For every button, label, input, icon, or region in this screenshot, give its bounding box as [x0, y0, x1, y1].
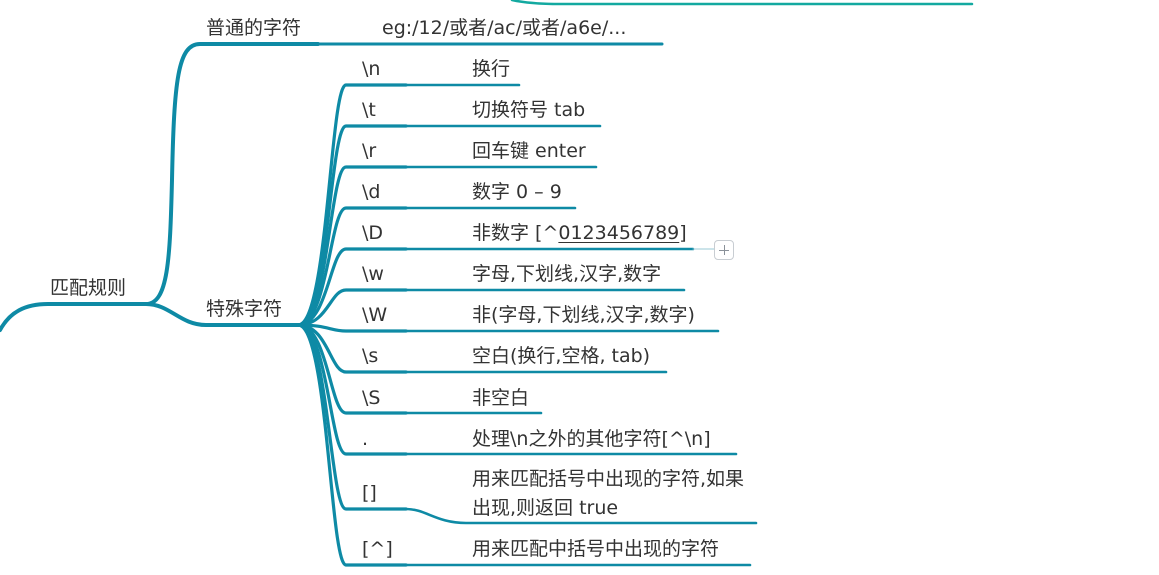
link-special-item-4 [296, 247, 408, 327]
special-key-dot[interactable]: . [362, 428, 369, 450]
special-desc-tab[interactable]: 切换符号 tab [472, 99, 586, 121]
special-desc-non-digit[interactable]: 非数字 [^0123456789] [472, 222, 687, 244]
special-key-return[interactable]: \r [362, 140, 377, 162]
special-desc-space[interactable]: 空白(换行,空格, tab) [472, 345, 651, 367]
special-key-digit[interactable]: \d [362, 181, 381, 203]
link-special-item-5 [296, 288, 408, 327]
special-desc-brackets[interactable]: 用来匹配括号中出现的字符,如果出现,则返回 true [472, 468, 745, 519]
special-desc-word[interactable]: 字母,下划线,汉字,数字 [472, 263, 662, 285]
special-key-brackets[interactable]: [] [362, 482, 377, 504]
top-edge-line [510, 0, 974, 6]
special-key-non-word[interactable]: \W [362, 304, 388, 326]
special-key-word[interactable]: \w [362, 263, 384, 285]
link-special-item-1 [296, 124, 408, 327]
root-node[interactable]: 匹配规则 [50, 274, 126, 302]
link-desc-10 [404, 507, 758, 525]
special-desc-non-word[interactable]: 非(字母,下划线,汉字,数字) [472, 304, 695, 326]
root-underline [0, 302, 148, 332]
link-special-item-3 [296, 206, 408, 327]
normal-chars-example[interactable]: eg:/12/或者/ac/或者/a6e/... [382, 17, 627, 39]
special-desc-negated-brackets[interactable]: 用来匹配中括号中出现的字符 [472, 538, 720, 560]
link-root-special [144, 302, 300, 327]
expand-node-button[interactable] [714, 240, 734, 260]
special-desc-return[interactable]: 回车键 enter [472, 140, 586, 162]
special-desc-digit[interactable]: 数字 0 – 9 [472, 181, 562, 203]
special-desc-newline[interactable]: 换行 [472, 58, 511, 80]
link-root-normal [144, 42, 320, 306]
special-key-non-digit[interactable]: \D [362, 222, 384, 244]
special-key-non-space[interactable]: \S [362, 387, 381, 409]
digit-range-link[interactable]: 0123456789 [558, 222, 680, 244]
special-key-tab[interactable]: \t [362, 99, 376, 121]
special-key-negated-brackets[interactable]: [^] [362, 538, 393, 560]
special-desc-dot[interactable]: 处理\n之外的其他字符[^\n] [472, 428, 711, 450]
special-desc-non-space[interactable]: 非空白 [472, 387, 530, 409]
special-key-space[interactable]: \s [362, 345, 379, 367]
special-key-newline[interactable]: \n [362, 58, 381, 80]
branch-normal-chars[interactable]: 普通的字符 [206, 17, 302, 39]
link-special-item-2 [296, 165, 408, 327]
branch-special-chars[interactable]: 特殊字符 [206, 298, 283, 320]
link-special-item-11 [296, 323, 408, 567]
root-node-label: 匹配规则 [50, 277, 127, 299]
